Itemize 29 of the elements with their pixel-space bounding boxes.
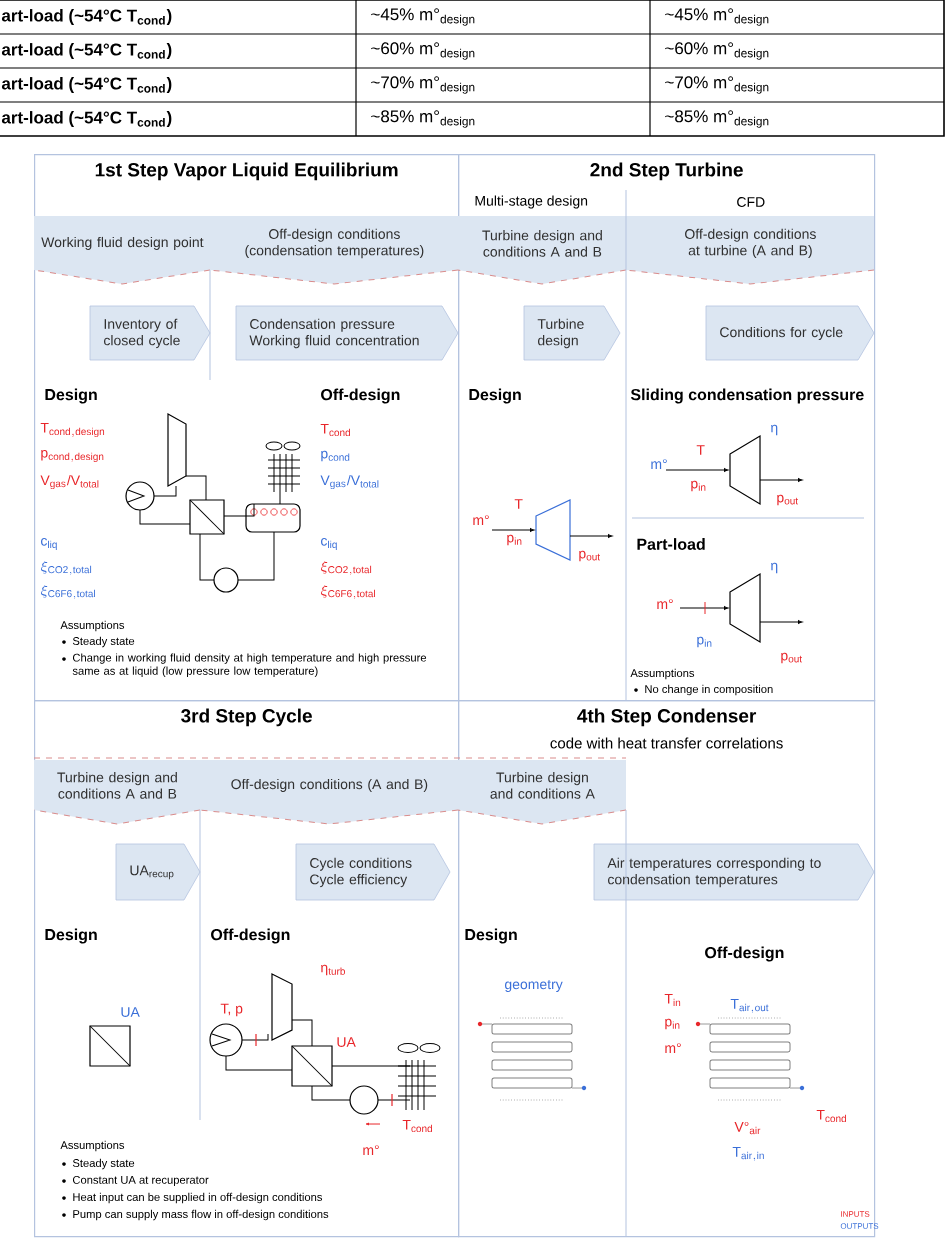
table-entry: art-load (~54°C T$_{cond}$)	[1, 77, 172, 93]
table-entry: art-load (~54°C T$_{cond}$)	[1, 9, 172, 25]
variable-label: $\mathrm{T}_{\mathrm{air,out}}$	[730, 999, 769, 1013]
view-heading: Design	[45, 388, 97, 404]
variable-label: $\xi_{\mathrm{C6F6,total}}$	[40, 584, 95, 600]
variable-label: $\mathrm{p}_{\mathrm{cond,design}}$	[41, 450, 104, 462]
view-heading: Design	[45, 928, 97, 944]
table-entry: art-load (~54°C T$_{cond}$)	[1, 43, 172, 59]
variable-label: $\mathrm{T}_{\mathrm{air,in}}$	[732, 1147, 764, 1161]
variable-label: $\xi_{\mathrm{C6F6,total}}$	[320, 584, 375, 600]
table-entry: ~85% m°$_{design}$	[665, 110, 769, 128]
view-heading: Design	[465, 928, 517, 944]
variable-label: $\xi_{\mathrm{CO2,total}}$	[320, 560, 372, 576]
variable-label: $\mathrm{T}_{\mathrm{cond,design}}$	[40, 422, 105, 438]
view-heading: Design	[469, 388, 521, 404]
view-heading: Off-design	[705, 946, 784, 962]
table-entry: ~60% m°$_{design}$	[665, 42, 769, 60]
table-entry: art-load (~54°C T$_{cond}$)	[1, 111, 172, 127]
view-heading: Off-design	[321, 388, 400, 404]
table-entry: ~70% m°$_{design}$	[665, 76, 769, 94]
view-heading: Off-design	[211, 928, 290, 944]
table-entry: ~85% m°$_{design}$	[371, 110, 475, 128]
view-heading: Part-load	[637, 538, 705, 550]
table-entry: ~70% m°$_{design}$	[371, 76, 475, 94]
table-entry: ~45% m°$_{design}$	[371, 8, 475, 26]
variable-label: $\xi_{\mathrm{CO2,total}}$	[40, 560, 92, 576]
table-entry: ~60% m°$_{design}$	[371, 42, 475, 60]
view-heading: Sliding condensation pressure	[630, 388, 864, 404]
table-entry: ~45% m°$_{design}$	[665, 8, 769, 26]
